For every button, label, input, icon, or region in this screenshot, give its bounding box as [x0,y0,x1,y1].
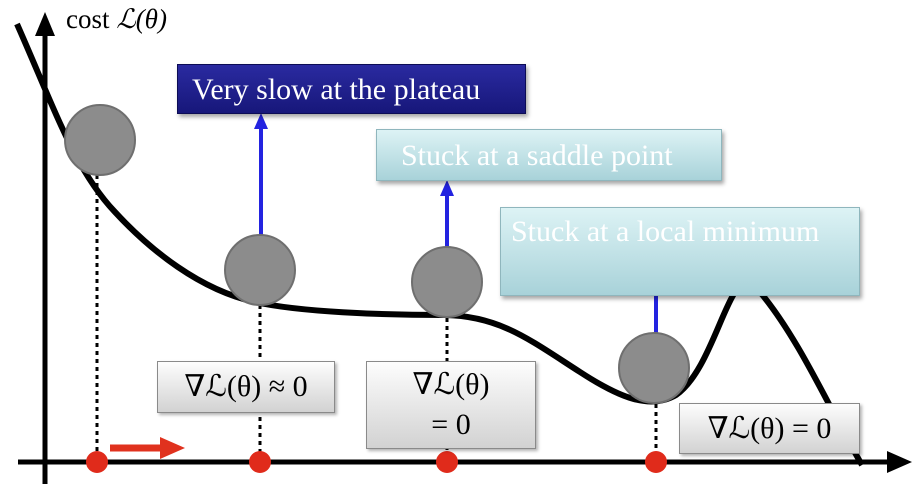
y-axis-arrowhead [35,12,55,36]
callout-plateau: Very slow at the plateau [177,64,526,114]
guide-lines [95,175,658,460]
y-axis-label: cost ℒ(θ) [66,4,167,35]
gradient-label-plateau: ∇ℒ(θ) ≈ 0 [157,361,335,413]
gradient-label-saddle-line1: ∇ℒ(θ) [412,368,490,401]
blue-arrowhead-plateau [254,113,268,129]
balls [64,104,690,404]
point-3 [436,451,458,473]
gradient-label-saddle: ∇ℒ(θ) = 0 [366,361,536,449]
blue-arrowhead-saddle [440,180,454,196]
y-axis-label-prefix: cost [66,4,117,34]
point-4 [645,451,667,473]
y-axis-label-math: ℒ(θ) [116,4,167,34]
callout-saddle-point: Stuck at a saddle point [376,129,722,181]
ball-plateau [224,234,296,306]
ball-local-min [618,332,690,404]
gradient-label-saddle-line2: = 0 [431,408,471,441]
ball-start [64,104,136,176]
red-direction-arrowhead [160,437,185,459]
point-2 [249,451,271,473]
red-points [86,451,667,473]
gradient-label-local-min: ∇ℒ(θ) = 0 [679,403,860,454]
ball-saddle [411,246,483,318]
point-1 [86,451,108,473]
callout-local-minimum: Stuck at a local minimum [500,207,860,296]
x-axis-arrowhead [887,451,912,473]
